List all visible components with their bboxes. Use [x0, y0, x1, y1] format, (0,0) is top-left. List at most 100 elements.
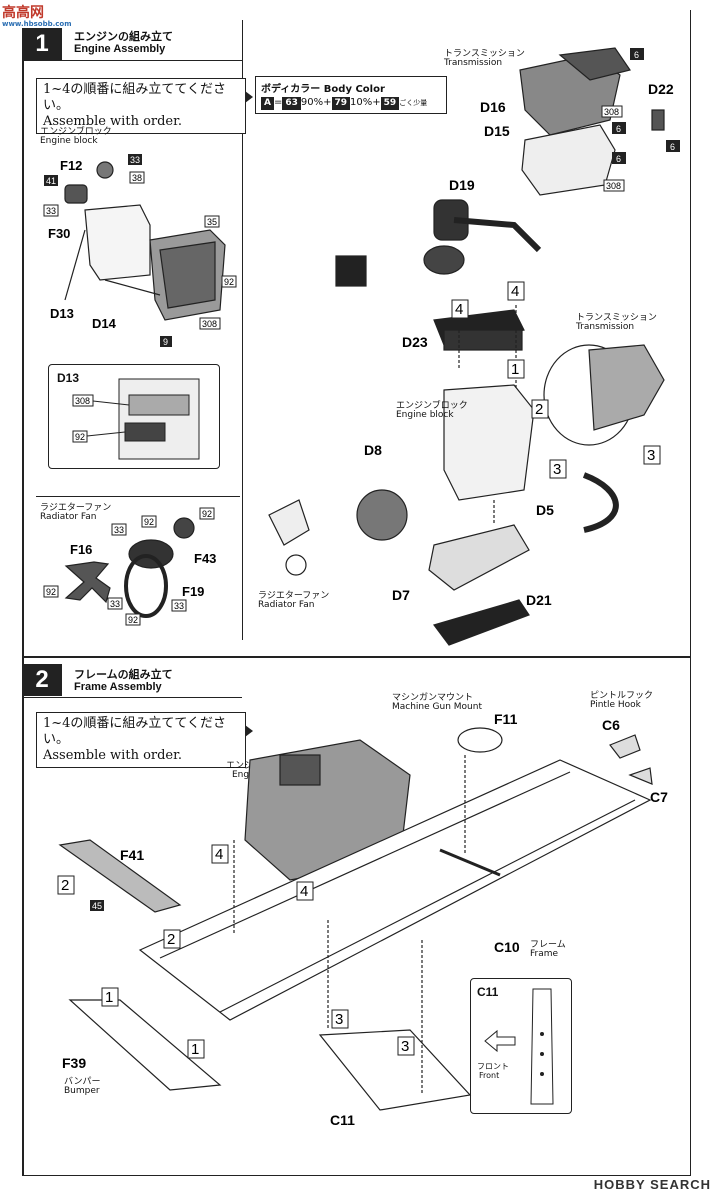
svg-text:6: 6	[634, 50, 639, 60]
svg-text:2: 2	[167, 931, 175, 948]
step-1-number: 1	[35, 30, 49, 57]
engine-label-en: Engine	[232, 770, 263, 780]
transmission-label-jp: トランスミッション	[444, 49, 525, 59]
svg-text:92: 92	[144, 517, 154, 527]
svg-text:4: 4	[215, 846, 223, 863]
step-1-badge: 1	[22, 28, 62, 60]
part-d19-label: D19	[449, 177, 475, 193]
svg-text:3: 3	[553, 461, 561, 478]
formula-tiny: ごく少量	[399, 99, 428, 107]
d13-detail-label: D13	[57, 371, 80, 385]
front-label-jp: フロント	[477, 1062, 509, 1071]
paint-chip-59: 59	[380, 97, 400, 110]
c11-detail-drawing	[484, 988, 554, 1105]
svg-text:92: 92	[46, 587, 56, 597]
d13-detail-drawing: 308 92	[72, 378, 200, 460]
part-d15-label: D15	[484, 123, 510, 139]
site-watermark: 高高网 www.hbsobb.com	[2, 2, 72, 28]
order-note-1-jp: 1~4の順番に組み立ててください。	[43, 82, 227, 113]
frame-label-en: Frame	[530, 949, 559, 959]
svg-text:1: 1	[511, 361, 519, 378]
svg-text:1: 1	[105, 989, 113, 1006]
svg-text:2: 2	[535, 401, 543, 418]
part-f11-label: F11	[494, 711, 518, 727]
left-border	[22, 60, 24, 1175]
part-d16-label: D16	[480, 99, 506, 115]
step-1-title-jp: エンジンの組み立て	[74, 30, 173, 43]
radiator-fan-diagram: F16 F43 F19 33 92 92 92 33 92 33	[43, 507, 216, 626]
part-c10-label: C10	[494, 939, 520, 955]
svg-text:33: 33	[174, 601, 184, 611]
svg-text:4: 4	[511, 283, 519, 300]
order-note-1: 1~4の順番に組み立ててください。 Assemble with order.	[36, 78, 253, 134]
bumper-label-jp: バンパー	[64, 1077, 101, 1087]
svg-text:33: 33	[114, 525, 124, 535]
svg-text:2: 2	[61, 877, 69, 894]
part-d23-label: D23	[402, 334, 428, 350]
front-label-en: Front	[479, 1071, 500, 1080]
radiator-rule	[36, 496, 240, 497]
left-column-rule	[242, 20, 243, 640]
order-note-1-en: Assemble with order.	[43, 114, 183, 129]
transmission-2-label-en: Transmission	[576, 322, 635, 332]
watermark-url: www.hbsobb.com	[2, 20, 72, 28]
part-f16-label: F16	[70, 542, 92, 557]
paint-chip-79: 79	[331, 97, 351, 110]
radiator-fan-2-label-jp: ラジエターファン	[258, 591, 330, 601]
part-f41-label: F41	[120, 847, 144, 863]
part-f39-label: F39	[62, 1055, 86, 1071]
transmission-2-label-jp: トランスミッション	[576, 313, 657, 323]
part-f30-label: F30	[48, 226, 70, 241]
engine-block-diagram: F12 F30 D13 D14 33 38 41 33 35 92 308 9	[43, 154, 237, 347]
mg-mount-label-en: Machine Gun Mount	[392, 702, 482, 712]
right-border	[690, 10, 691, 1175]
pintle-hook-label-jp: ピントルフック	[590, 691, 654, 701]
part-d22-label: D22	[648, 81, 674, 97]
hobby-search-watermark: HOBBY SEARCH	[594, 1177, 711, 1192]
c11-detail-label: C11	[477, 985, 499, 999]
engine-block-label-en: Engine block	[40, 136, 98, 146]
part-d7-label: D7	[392, 587, 410, 603]
part-f19-label: F19	[182, 584, 204, 599]
part-f43-label: F43	[194, 551, 216, 566]
body-color-title-en: Body Color	[323, 84, 385, 95]
bumper-label-en: Bumper	[64, 1086, 100, 1096]
frame-label-jp: フレーム	[530, 940, 566, 950]
svg-text:308: 308	[75, 396, 90, 406]
svg-text:38: 38	[132, 173, 142, 183]
order-note-2: 1~4の順番に組み立ててください。 Assemble with order.	[36, 712, 253, 768]
svg-text:92: 92	[128, 615, 138, 625]
body-color-title-jp: ボディカラー	[261, 84, 321, 95]
radiator-fan-label-en: Radiator Fan	[40, 512, 97, 522]
step2-top-rule	[22, 697, 242, 698]
part-c7-label: C7	[650, 789, 668, 805]
svg-text:1: 1	[191, 1041, 199, 1058]
bottom-border	[22, 1175, 691, 1176]
svg-text:45: 45	[92, 901, 102, 911]
svg-text:3: 3	[401, 1038, 409, 1055]
step-2-title-en: Frame Assembly	[74, 681, 162, 693]
svg-text:33: 33	[130, 155, 140, 165]
formula-pct-1: 90%	[300, 97, 324, 108]
svg-text:6: 6	[616, 154, 621, 164]
svg-text:33: 33	[46, 206, 56, 216]
paint-chip-63: 63	[282, 97, 301, 110]
transmission-diagram: D16 D15 D22 6 308 6 6 6 308	[480, 47, 680, 196]
step1-top-rule	[22, 60, 242, 61]
engine-assembly-diagram: D19 D23 D8 D5 D7 D21 4 4 1 2 3 3	[268, 177, 665, 646]
c11-detail-box: C11 フロント Front	[470, 978, 572, 1114]
svg-text:41: 41	[46, 176, 56, 186]
part-d13-label: D13	[50, 306, 74, 321]
hobby-search-text: HOBBY SEARCH	[593, 1177, 711, 1192]
step-2-badge: 2	[22, 664, 62, 696]
formula-eq: =	[273, 97, 283, 108]
pintle-hook-label-en: Pintle Hook	[590, 700, 641, 710]
svg-text:3: 3	[647, 447, 655, 464]
d13-detail-box: D13 308 92	[48, 364, 220, 469]
engine-block-2-label-jp: エンジンブロック	[396, 401, 468, 411]
order-note-2-jp: 1~4の順番に組み立ててください。	[43, 716, 227, 747]
part-d5-label: D5	[536, 502, 554, 518]
radiator-fan-label-jp: ラジエターファン	[40, 503, 112, 513]
